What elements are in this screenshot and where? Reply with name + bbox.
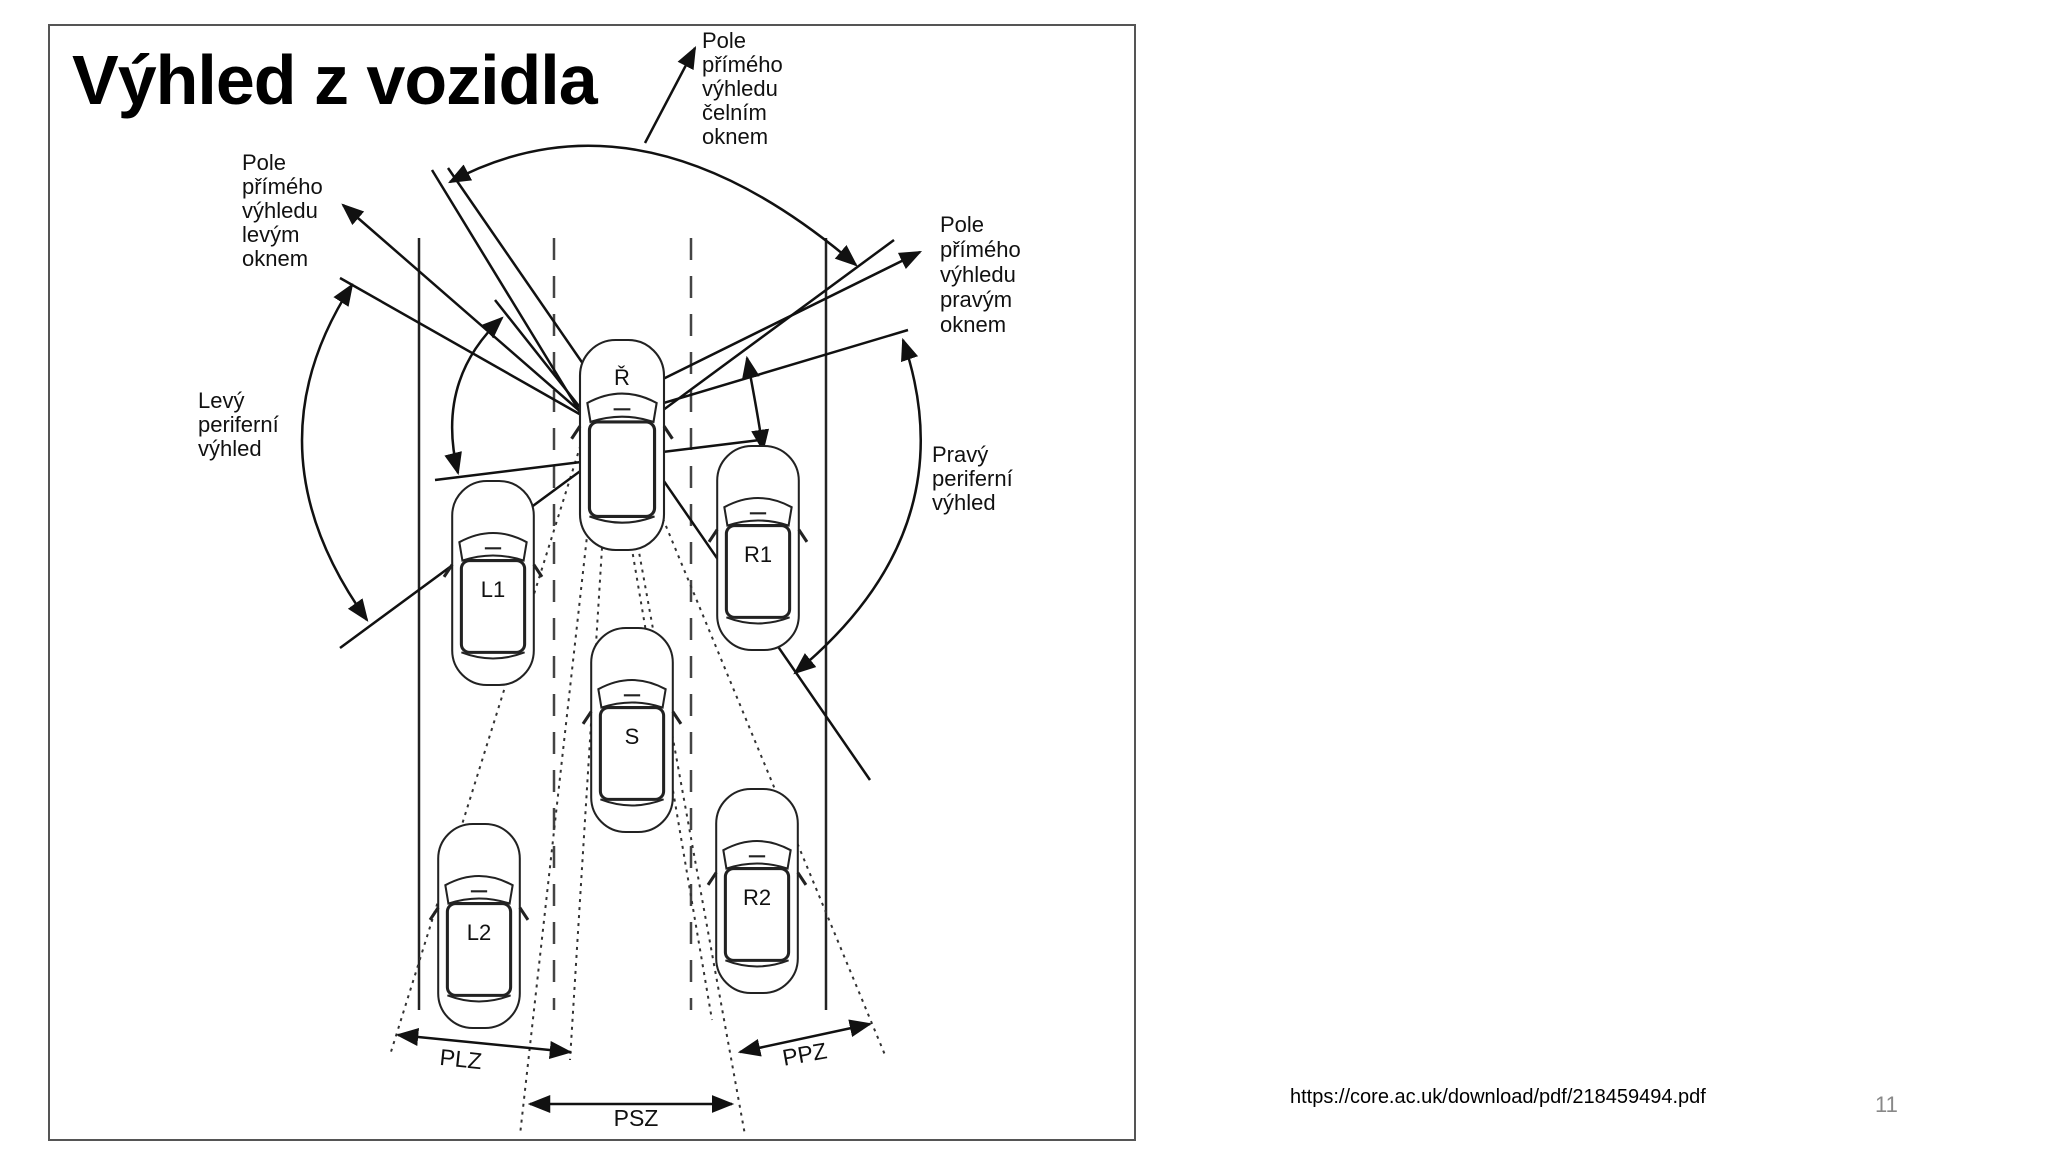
zone-dimensions (395, 1019, 873, 1113)
car-label: S (625, 724, 640, 749)
car-label: Ř (614, 365, 630, 390)
car-l1: L1 (442, 479, 544, 687)
car-l2: L2 (428, 822, 530, 1030)
svg-text:Pole: Pole (940, 212, 984, 237)
field-arcs (300, 144, 922, 675)
svg-text:výhledu: výhledu (702, 76, 778, 101)
car-r: Ř (570, 338, 674, 552)
car-r2: R2 (706, 787, 808, 995)
source-url-text: https://core.ac.uk/download/pdf/21845949… (1290, 1086, 1706, 1108)
svg-text:Pole: Pole (702, 28, 746, 53)
car-label: R1 (744, 542, 772, 567)
zone-label-psz: PSZ (614, 1105, 659, 1131)
label-right-field: Pole přímého výhledu pravým oknem (940, 212, 1021, 337)
svg-text:periferní: periferní (198, 412, 279, 437)
slide-number: 11 (1875, 1092, 1898, 1117)
svg-text:Pravý: Pravý (932, 442, 988, 467)
svg-text:čelním: čelním (702, 100, 767, 125)
label-right-peripheral: Pravý periferní výhled (932, 442, 1013, 515)
svg-text:výhled: výhled (198, 436, 262, 461)
car-label: L2 (467, 920, 491, 945)
svg-text:periferní: periferní (932, 466, 1013, 491)
car-label: R2 (743, 885, 771, 910)
svg-text:přímého: přímého (702, 52, 783, 77)
label-left-field: Pole přímého výhledu levým oknem (242, 150, 323, 271)
svg-text:oknem: oknem (242, 246, 308, 271)
label-left-peripheral: Levý periferní výhled (198, 388, 279, 461)
car-label: L1 (481, 577, 505, 602)
svg-text:přímého: přímého (940, 237, 1021, 262)
car-s: S (581, 626, 683, 834)
car-r1: R1 (707, 444, 809, 652)
slide-title: Výhled z vozidla (72, 41, 599, 119)
svg-text:výhled: výhled (932, 490, 996, 515)
svg-text:levým: levým (242, 222, 299, 247)
svg-text:oknem: oknem (940, 312, 1006, 337)
svg-text:výhledu: výhledu (940, 262, 1016, 287)
svg-text:přímého: přímého (242, 174, 323, 199)
svg-text:oknem: oknem (702, 124, 768, 149)
svg-text:Levý: Levý (198, 388, 244, 413)
svg-text:Pole: Pole (242, 150, 286, 175)
zone-label-plz: PLZ (438, 1044, 483, 1074)
svg-text:pravým: pravým (940, 287, 1012, 312)
label-front-field: Pole přímého výhledu čelním oknem (702, 28, 783, 149)
svg-text:výhledu: výhledu (242, 198, 318, 223)
